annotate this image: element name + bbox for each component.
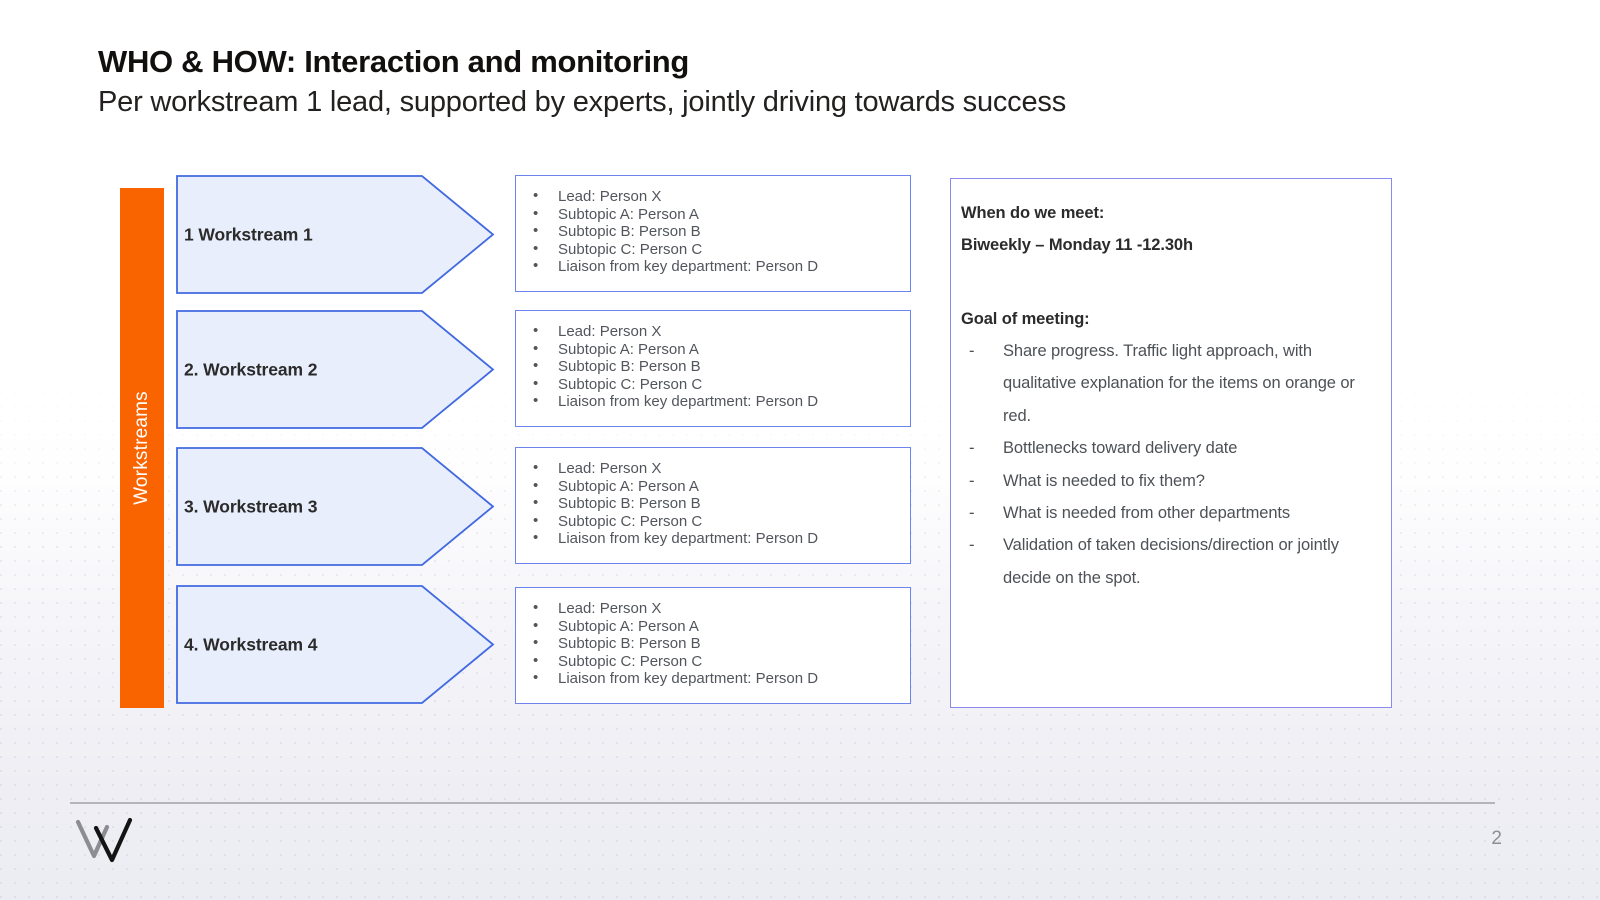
slide-header: WHO & HOW: Interaction and monitoring Pe… xyxy=(98,44,1398,119)
list-item: Subtopic B: Person B xyxy=(530,222,900,241)
list-item: Liaison from key department: Person D xyxy=(530,392,900,411)
list-item: Subtopic C: Person C xyxy=(530,375,900,394)
list-item: What is needed from other departments xyxy=(961,497,1369,530)
list-item: Validation of taken decisions/direction … xyxy=(961,529,1369,594)
workstream-details-4[interactable]: Lead: Person X Subtopic A: Person A Subt… xyxy=(515,587,911,704)
panel-spacer xyxy=(961,261,1369,303)
list-item: Liaison from key department: Person D xyxy=(530,529,900,548)
list-item: Subtopic A: Person A xyxy=(530,205,900,224)
workstream-arrow-label-1: 1 Workstream 1 xyxy=(184,224,313,244)
list-item: Lead: Person X xyxy=(530,599,900,618)
detail-list: Lead: Person X Subtopic A: Person A Subt… xyxy=(516,176,910,276)
page-title: WHO & HOW: Interaction and monitoring xyxy=(98,44,690,79)
workstream-arrow-2[interactable]: 2. Workstream 2 xyxy=(176,310,495,429)
list-item: Liaison from key department: Person D xyxy=(530,257,900,276)
page-subtitle: Per workstream 1 lead, supported by expe… xyxy=(98,85,1067,118)
list-item: Lead: Person X xyxy=(530,322,900,341)
list-item: Subtopic C: Person C xyxy=(530,512,900,531)
workstream-arrow-label-4: 4. Workstream 4 xyxy=(184,634,318,654)
list-item: Subtopic A: Person A xyxy=(530,617,900,636)
list-item: Share progress. Traffic light approach, … xyxy=(961,335,1369,432)
list-item: Subtopic A: Person A xyxy=(530,340,900,359)
meeting-cadence-value: Biweekly – Monday 11 -12.30h xyxy=(961,236,1193,254)
meeting-panel: When do we meet: Biweekly – Monday 11 -1… xyxy=(950,178,1392,708)
list-item: Subtopic B: Person B xyxy=(530,634,900,653)
list-item: Subtopic B: Person B xyxy=(530,357,900,376)
list-item: Subtopic C: Person C xyxy=(530,240,900,259)
workstream-arrow-1[interactable]: 1 Workstream 1 xyxy=(176,175,495,294)
workstream-arrow-label-3: 3. Workstream 3 xyxy=(184,496,318,516)
list-item: What is needed to fix them? xyxy=(961,465,1369,498)
workstreams-rail-label: Workstreams xyxy=(131,391,152,505)
list-item: Lead: Person X xyxy=(530,459,900,478)
detail-list: Lead: Person X Subtopic A: Person A Subt… xyxy=(516,448,910,548)
list-item: Bottlenecks toward delivery date xyxy=(961,432,1369,465)
footer-divider xyxy=(70,802,1495,804)
workstream-details-1[interactable]: Lead: Person X Subtopic A: Person A Subt… xyxy=(515,175,911,292)
page-number: 2 xyxy=(1491,828,1502,849)
when-do-we-meet-heading: When do we meet: xyxy=(961,204,1105,222)
detail-list: Lead: Person X Subtopic A: Person A Subt… xyxy=(516,311,910,411)
workstream-arrow-label-2: 2. Workstream 2 xyxy=(184,359,318,379)
workstream-details-3[interactable]: Lead: Person X Subtopic A: Person A Subt… xyxy=(515,447,911,564)
list-item: Lead: Person X xyxy=(530,187,900,206)
goal-list: Share progress. Traffic light approach, … xyxy=(961,335,1369,594)
double-check-w-logo-icon xyxy=(74,812,138,864)
detail-list: Lead: Person X Subtopic A: Person A Subt… xyxy=(516,588,910,688)
workstreams-rail: Workstreams xyxy=(120,188,164,708)
goal-of-meeting-heading: Goal of meeting: xyxy=(961,310,1090,328)
list-item: Subtopic B: Person B xyxy=(530,494,900,513)
workstream-details-2[interactable]: Lead: Person X Subtopic A: Person A Subt… xyxy=(515,310,911,427)
workstream-arrow-3[interactable]: 3. Workstream 3 xyxy=(176,447,495,566)
list-item: Subtopic A: Person A xyxy=(530,477,900,496)
workstream-arrow-4[interactable]: 4. Workstream 4 xyxy=(176,585,495,704)
list-item: Liaison from key department: Person D xyxy=(530,669,900,688)
list-item: Subtopic C: Person C xyxy=(530,652,900,671)
